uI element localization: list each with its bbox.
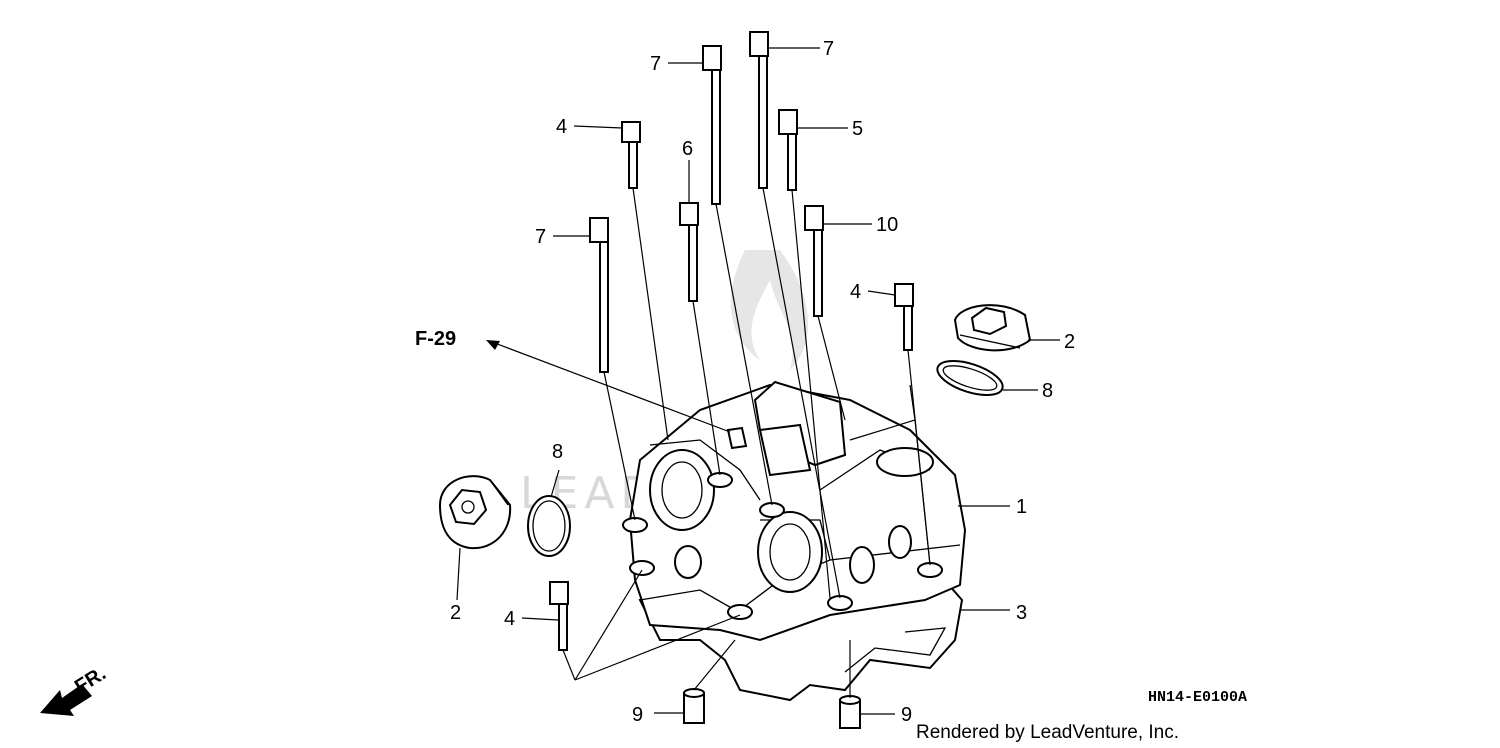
callout-5: 5 [852,118,863,140]
dowel-pin-left [683,688,705,724]
bolt-7-mid [702,45,722,205]
bolt-6 [679,202,699,302]
credit-text: Rendered by LeadVenture, Inc. [916,722,1179,743]
callout-6: 6 [682,138,693,160]
callout-8-left: 8 [552,441,563,463]
callout-7-mid: 7 [650,53,661,75]
callout-9-right: 9 [901,704,912,726]
assembly-lines [456,47,1060,715]
front-arrow: FR. [40,663,110,716]
callout-3: 3 [1016,602,1027,624]
callout-2-left: 2 [450,602,461,624]
bolt-4-right [894,283,914,351]
bolt-4-top [621,121,641,189]
dowel-pin-right [839,695,861,729]
bolt-7-right [749,31,769,189]
callouts: 1 2 2 3 4 4 4 5 6 7 7 7 8 8 9 9 10 [450,38,1075,726]
filler-cap-right [953,304,1032,352]
bolts [549,31,914,651]
callout-1: 1 [1016,496,1027,518]
callout-7-left: 7 [535,226,546,248]
callout-4-bottom: 4 [504,608,515,630]
bolt-5 [778,109,798,191]
callout-4-top: 4 [556,116,567,138]
callout-8-right: 8 [1042,380,1053,402]
bolt-4-bottom [549,581,569,651]
callout-9-left: 9 [632,704,643,726]
callout-10: 10 [876,214,898,236]
callout-7-right: 7 [823,38,834,60]
bolt-7-left [589,217,609,373]
diagram-code: HN14-E0100A [1148,689,1247,706]
cylinder-head-cover [622,380,967,642]
callout-2-right: 2 [1064,331,1075,353]
callout-4-right: 4 [850,281,861,303]
o-ring-left [527,495,571,557]
reference-label: F-29 [415,328,456,350]
o-ring-right [936,360,1004,396]
filler-cap-left [438,475,512,550]
bolt-10 [804,205,824,317]
